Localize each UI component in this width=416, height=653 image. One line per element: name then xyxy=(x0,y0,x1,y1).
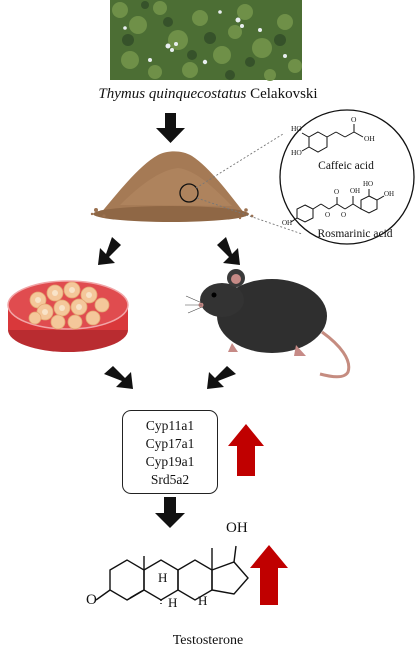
flow-arrow-to-cells xyxy=(98,237,121,265)
gene-item: Srd5a2 xyxy=(150,472,190,487)
caffeic-acid-structure xyxy=(301,124,364,153)
rosmarinic-acid-label: Rosmarinic acid xyxy=(317,228,393,240)
gene-item: Cyp17a1 xyxy=(145,436,195,451)
gene-item: Cyp19a1 xyxy=(145,454,195,469)
rosmarinic-acid-structure xyxy=(290,189,385,223)
plant-caption: Thymus quinquecostatus Celakovski xyxy=(0,86,416,103)
extract-powder-pile xyxy=(90,151,254,222)
zoom-line-top xyxy=(195,133,284,189)
caffeic-atom-ho-1: HO xyxy=(291,124,302,133)
zoom-line-bottom xyxy=(196,197,303,235)
plant-species-name: Thymus quinquecostatus xyxy=(98,86,247,102)
caffeic-atom-o: O xyxy=(351,115,357,124)
gene-expression-box: Cyp11a1 Cyp17a1 Cyp19a1 Srd5a2 xyxy=(122,410,218,494)
rosmarinic-atom-3: HO xyxy=(363,180,374,188)
rosmarinic-atom-5: O xyxy=(325,211,331,219)
caffeic-acid-label: Caffeic acid xyxy=(318,160,374,172)
upregulation-arrow-testosterone xyxy=(250,545,288,605)
testosterone-o-label: O xyxy=(86,592,97,608)
testosterone-h-label-1: H xyxy=(158,570,168,585)
petri-dish-cells xyxy=(7,280,129,352)
plant-photo xyxy=(110,0,302,81)
caffeic-atom-oh: OH xyxy=(364,134,375,143)
plant-author: Celakovski xyxy=(250,86,318,102)
rosmarinic-atom-2: OH xyxy=(350,187,361,195)
caffeic-atom-ho-2: HO xyxy=(291,148,302,157)
testosterone-structure xyxy=(95,545,249,604)
rosmarinic-atom-6: O xyxy=(341,211,347,219)
flow-arrow-mouse-to-genes xyxy=(207,366,236,389)
testosterone-oh-label: OH xyxy=(226,520,248,536)
testosterone-h-label-3: H xyxy=(198,593,208,608)
rosmarinic-atom-1: O xyxy=(334,188,340,196)
flow-arrow-genes-to-testosterone xyxy=(155,497,185,528)
flow-arrow-down-1 xyxy=(156,113,185,143)
flow-arrow-to-mouse xyxy=(217,237,240,265)
gene-item: Cyp11a1 xyxy=(145,418,195,433)
zoom-circle xyxy=(179,183,199,203)
rosmarinic-atom-4: OH xyxy=(384,190,395,198)
flow-arrow-cells-to-genes xyxy=(104,366,133,389)
gene-list: Cyp11a1 Cyp17a1 Cyp19a1 Srd5a2 xyxy=(123,411,217,489)
testosterone-h-label-2: H xyxy=(168,595,178,610)
mouse-illustration xyxy=(185,269,351,379)
testosterone-label: Testosterone xyxy=(172,633,244,648)
rosmarinic-atom-7: OH xyxy=(282,219,293,227)
